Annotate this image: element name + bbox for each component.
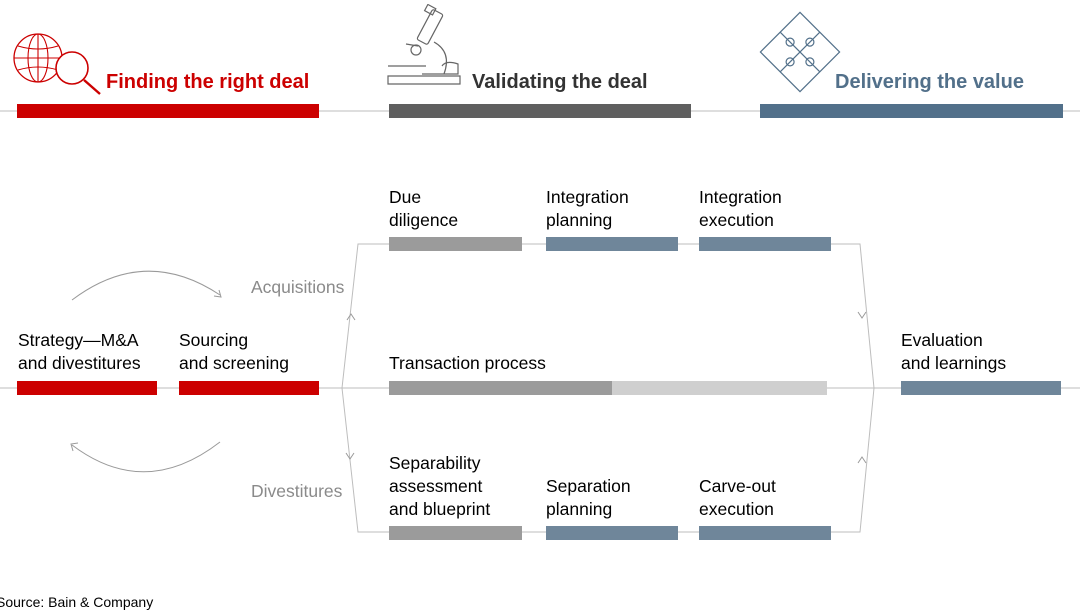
cycle-arrow-bottom xyxy=(71,441,221,473)
left-fork-up xyxy=(341,243,372,389)
step-transaction-label: Transaction process xyxy=(389,353,546,373)
step-integration-planning-bar xyxy=(546,237,678,251)
step-carve-out-bar xyxy=(699,526,831,540)
chevron-up-icon xyxy=(857,456,867,464)
step-transaction-bar-dark xyxy=(389,381,612,395)
source-note: Source: Bain & Company xyxy=(0,594,154,610)
step-strategy-label: Strategy—M&A and divestitures xyxy=(18,330,141,373)
step-sourcing-bar xyxy=(179,381,319,395)
phase-title-delivering: Delivering the value xyxy=(835,71,1024,93)
step-separation-planning-label: Separation planning xyxy=(546,476,631,519)
chevron-up-icon xyxy=(346,313,356,321)
phase-title-finding: Finding the right deal xyxy=(106,71,310,93)
step-separation-planning-bar xyxy=(546,526,678,540)
step-due-diligence-label: Due diligence xyxy=(389,187,459,230)
microscope-icon xyxy=(386,3,466,101)
right-fork-up xyxy=(848,243,875,389)
phase-bar-finding xyxy=(17,104,319,118)
chevron-down-icon xyxy=(857,311,867,319)
step-integration-execution-bar xyxy=(699,237,831,251)
step-separability-label: Separability assessment and blueprint xyxy=(389,453,491,519)
arrowhead-icon xyxy=(213,289,222,298)
step-separability-bar xyxy=(389,526,522,540)
cycle-arrow-top xyxy=(71,270,221,301)
step-transaction-bar-light xyxy=(612,381,827,395)
chevron-down-icon xyxy=(345,452,355,460)
left-fork-down xyxy=(341,387,372,533)
branch-divestitures: Divestitures xyxy=(251,481,343,501)
phase-bar-delivering xyxy=(760,104,1063,118)
phase-title-validating: Validating the deal xyxy=(472,71,648,93)
phase-bar-validating xyxy=(389,104,691,118)
step-due-diligence-bar xyxy=(389,237,522,251)
puzzle-icon xyxy=(758,10,842,99)
step-integration-planning-label: Integration planning xyxy=(546,187,629,230)
step-integration-execution-label: Integration execution xyxy=(699,187,782,230)
step-evaluation-label: Evaluation and learnings xyxy=(901,330,1007,373)
globe-magnifier-icon xyxy=(10,28,105,103)
step-sourcing-label: Sourcing and screening xyxy=(179,330,289,373)
step-evaluation-bar xyxy=(901,381,1061,395)
right-fork-down xyxy=(848,387,875,533)
step-carve-out-label: Carve-out execution xyxy=(699,476,776,519)
arrowhead-icon xyxy=(70,442,79,452)
step-strategy-bar xyxy=(17,381,157,395)
branch-acquisitions: Acquisitions xyxy=(251,277,345,297)
